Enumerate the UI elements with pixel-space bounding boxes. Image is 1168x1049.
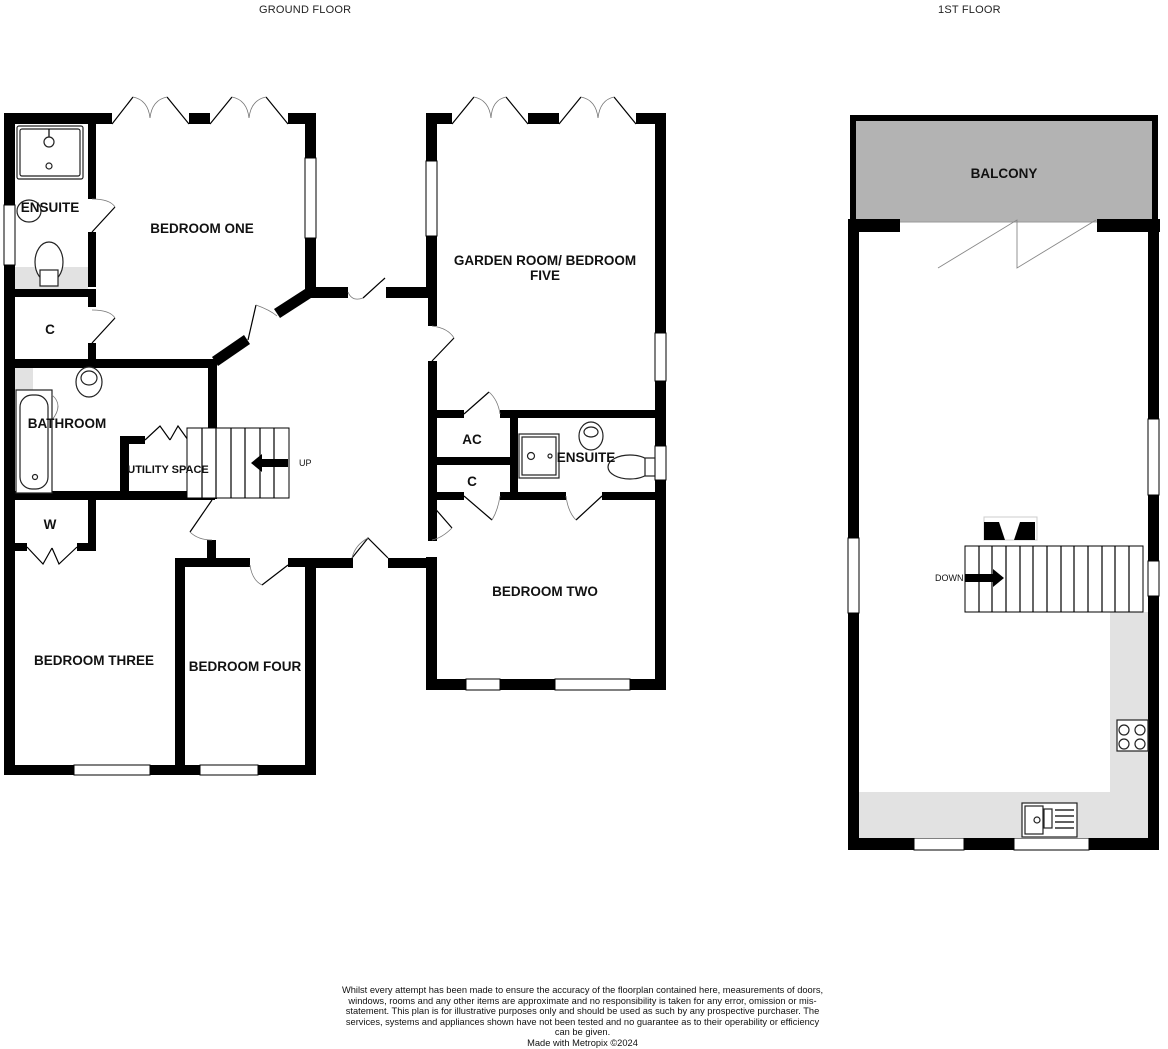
- room-label-airing-cupboard: AC: [462, 432, 482, 447]
- window: [654, 445, 667, 481]
- stairs-down-label: DOWN: [935, 573, 964, 583]
- toilet: [607, 454, 656, 480]
- window: [1013, 837, 1090, 851]
- first-floor-title: 1ST FLOOR: [938, 4, 1001, 16]
- bathtub: [15, 389, 59, 494]
- washbasin: [578, 421, 604, 451]
- ground-floor-right-wing: GARDEN ROOM/ BEDROOM FIVE AC C ENSUITE B…: [425, 96, 667, 691]
- balcony-area: [856, 121, 1152, 222]
- balcony-doors: [900, 219, 1097, 269]
- disclaimer: Whilst every attempt has been made to en…: [340, 985, 825, 1049]
- window: [1147, 418, 1160, 496]
- ground-floor-left-wing: UP ENSUITE BEDROOM ONE C BATHROOM UTILIT…: [3, 96, 436, 776]
- window: [1147, 560, 1160, 597]
- window: [304, 157, 317, 239]
- room-label-ensuite: ENSUITE: [21, 200, 80, 215]
- french-doors: [451, 96, 637, 125]
- window: [554, 678, 631, 691]
- disclaimer-credit: Made with Metropix ©2024: [527, 1037, 638, 1048]
- stairs-up-label: UP: [299, 458, 312, 468]
- room-label-balcony: BALCONY: [971, 166, 1038, 181]
- first-floor: DOWN BALCONY: [847, 115, 1160, 851]
- room-label-bedroom-four: BEDROOM FOUR: [189, 659, 302, 674]
- window: [73, 764, 151, 776]
- room-label-cupboard: C: [45, 322, 55, 337]
- washbasin: [75, 366, 103, 398]
- window: [847, 537, 860, 614]
- hob: [1116, 719, 1149, 752]
- staircase-down: [964, 545, 1144, 613]
- room-label-garden-room-line2: FIVE: [530, 268, 560, 283]
- staircase-up: [186, 427, 290, 499]
- room-label-bedroom-one: BEDROOM ONE: [150, 221, 254, 236]
- room-label-bathroom: BATHROOM: [28, 416, 107, 431]
- window: [3, 204, 16, 266]
- basin: [16, 199, 42, 223]
- arrow-left-icon: [251, 454, 288, 472]
- disclaimer-text: Whilst every attempt has been made to en…: [341, 985, 824, 1038]
- shower-tray: [518, 433, 560, 479]
- shower-tray: [16, 125, 84, 180]
- window: [425, 160, 438, 237]
- window: [465, 678, 501, 691]
- room-label-garden-room-line1: GARDEN ROOM/ BEDROOM: [454, 253, 636, 268]
- arrow-right-icon: [965, 569, 1004, 587]
- ground-floor-title: GROUND FLOOR: [259, 4, 352, 16]
- window: [654, 332, 667, 382]
- window: [913, 837, 965, 851]
- toilet: [34, 241, 64, 287]
- window: [199, 764, 259, 776]
- room-label-ensuite: ENSUITE: [557, 450, 616, 465]
- hall-doors: [316, 277, 436, 559]
- french-doors: [111, 96, 289, 125]
- kitchen-sink: [1021, 802, 1078, 838]
- stair-landing: [983, 516, 1038, 541]
- room-label-wardrobe: W: [44, 517, 57, 532]
- room-label-utility-space: UTILITY SPACE: [127, 464, 209, 476]
- room-label-bedroom-three: BEDROOM THREE: [34, 653, 154, 668]
- room-label-bedroom-two: BEDROOM TWO: [492, 584, 598, 599]
- room-label-cupboard: C: [467, 474, 477, 489]
